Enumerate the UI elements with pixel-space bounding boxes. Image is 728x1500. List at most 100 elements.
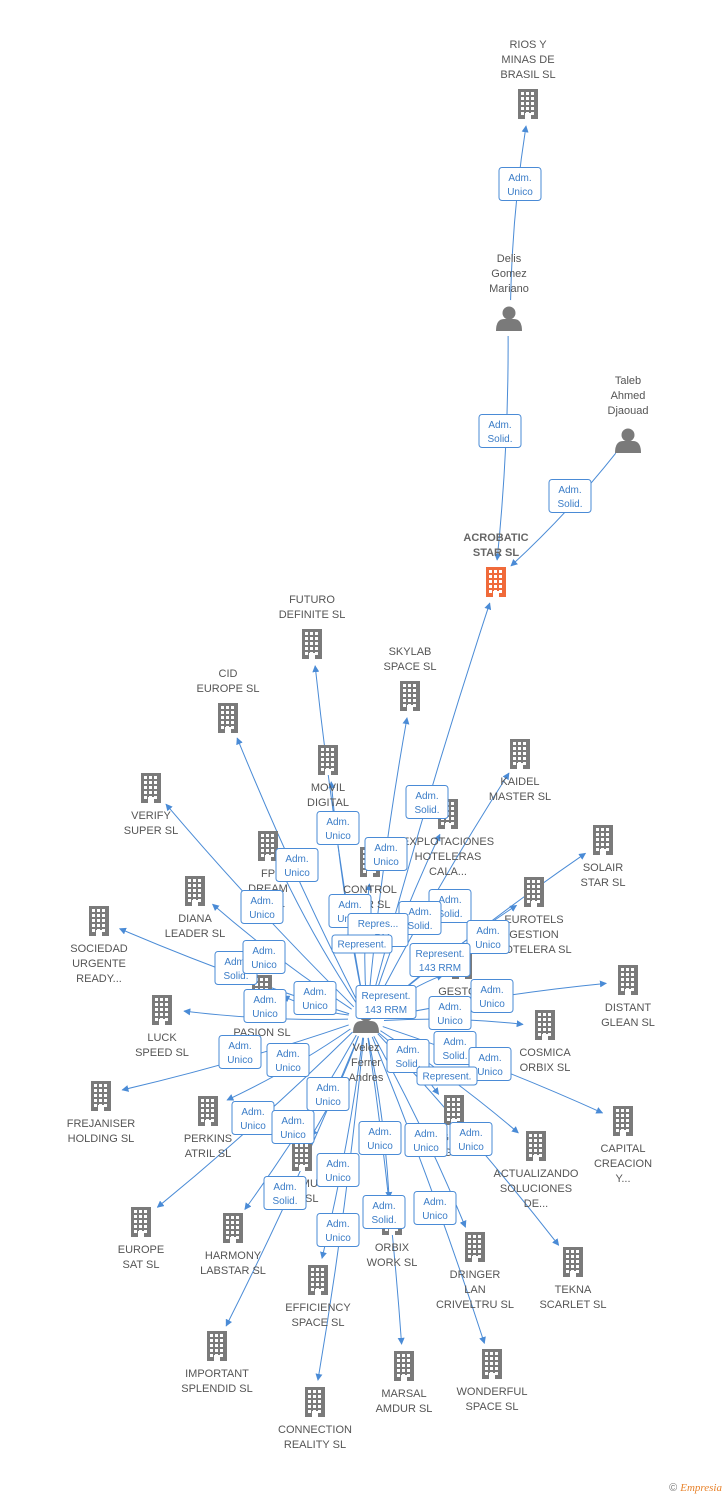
building-icon[interactable] <box>486 567 506 597</box>
building-icon[interactable] <box>141 773 161 803</box>
building-icon[interactable] <box>394 1351 414 1381</box>
edge-role-label[interactable]: Adm.Unico <box>316 1213 360 1247</box>
edge-role-label[interactable]: Represent. <box>331 934 393 954</box>
building-icon[interactable] <box>510 739 530 769</box>
brand-logo[interactable]: Empresia <box>680 1482 722 1494</box>
building-icon[interactable] <box>563 1247 583 1277</box>
building-icon[interactable] <box>152 995 172 1025</box>
edge-role-label[interactable]: Adm.Solid. <box>433 1031 477 1065</box>
building-icon[interactable] <box>518 89 538 119</box>
building-icon[interactable] <box>526 1131 546 1161</box>
edge-role-label[interactable]: Adm.Unico <box>498 167 542 201</box>
edge-role-label[interactable]: Adm.Unico <box>271 1110 315 1144</box>
node-movil[interactable]: MOVILDIGITALLI... <box>307 745 349 824</box>
edge-role-label[interactable]: Adm.Unico <box>470 979 514 1013</box>
building-icon[interactable] <box>482 1349 502 1379</box>
edge-label-text: Adm. <box>326 1219 349 1230</box>
edge-role-label[interactable]: Adm.Unico <box>316 811 360 845</box>
edge-role-label[interactable]: Adm.Unico <box>413 1191 457 1225</box>
edge-role-label[interactable]: Adm.Unico <box>358 1121 402 1155</box>
edge-role-label[interactable]: Adm.Unico <box>243 989 287 1023</box>
edge-role-label[interactable]: Represent.143 RRM <box>355 985 417 1019</box>
building-icon[interactable] <box>444 1095 464 1125</box>
building-icon[interactable] <box>593 825 613 855</box>
edge-role-label[interactable]: Adm.Unico <box>218 1035 262 1069</box>
building-icon[interactable] <box>465 1232 485 1262</box>
node-actualizando[interactable]: ACTUALIZANDOSOLUCIONESDE... <box>494 1131 579 1210</box>
edge-role-label[interactable]: Adm.Unico <box>266 1043 310 1077</box>
edge-role-label[interactable]: Adm.Solid. <box>405 785 449 819</box>
building-icon[interactable] <box>258 831 278 861</box>
building-icon[interactable] <box>292 1141 312 1171</box>
building-icon[interactable] <box>223 1213 243 1243</box>
building-icon[interactable] <box>308 1265 328 1295</box>
edge-role-label[interactable]: Adm.Solid. <box>362 1195 406 1229</box>
building-icon[interactable] <box>613 1106 633 1136</box>
edge-role-label[interactable]: Represent. <box>416 1066 478 1086</box>
edge-role-label[interactable]: Adm.Unico <box>240 890 284 924</box>
node-sociedad[interactable]: SOCIEDADURGENTEREADY... <box>70 906 128 985</box>
building-icon[interactable] <box>91 1081 111 1111</box>
building-icon[interactable] <box>185 876 205 906</box>
building-icon[interactable] <box>318 745 338 775</box>
building-icon[interactable] <box>302 629 322 659</box>
edge-role-label[interactable]: Adm.Unico <box>316 1153 360 1187</box>
building-icon[interactable] <box>305 1387 325 1417</box>
edge-role-label[interactable]: Adm.Unico <box>404 1123 448 1157</box>
edge-role-label[interactable]: Adm.Solid. <box>263 1176 307 1210</box>
edge-role-label[interactable]: Adm.Unico <box>275 848 319 882</box>
node-capital[interactable]: CAPITALCREACIONY... <box>594 1106 652 1185</box>
edge-role-label[interactable]: Adm.Unico <box>428 996 472 1030</box>
edge-role-label[interactable]: Adm.Unico <box>449 1122 493 1156</box>
building-icon[interactable] <box>218 703 238 733</box>
edge-role-label[interactable]: Adm.Unico <box>242 940 286 974</box>
edge-role-label[interactable]: Adm.Unico <box>466 920 510 954</box>
building-icon[interactable] <box>400 681 420 711</box>
edge-role-label[interactable]: Adm.Unico <box>293 981 337 1015</box>
edge-role-label[interactable]: Adm.Unico <box>306 1077 350 1111</box>
edge-role-label[interactable]: Represent.143 RRM <box>409 943 471 977</box>
edge-role-label[interactable]: Adm.Solid. <box>386 1039 430 1073</box>
edge-role-label[interactable]: Adm.Unico <box>231 1101 275 1135</box>
building-icon[interactable] <box>618 965 638 995</box>
person-icon[interactable] <box>496 306 522 332</box>
edge-role-label[interactable]: Adm.Solid. <box>548 479 592 513</box>
building-icon[interactable] <box>207 1331 227 1361</box>
person-icon[interactable] <box>615 428 641 454</box>
edge-role-label[interactable]: Adm.Solid. <box>478 414 522 448</box>
building-icon[interactable] <box>198 1096 218 1126</box>
building-icon[interactable] <box>524 877 544 907</box>
building-icon[interactable] <box>535 1010 555 1040</box>
building-icon[interactable] <box>89 906 109 936</box>
building-icon[interactable] <box>131 1207 151 1237</box>
edge-role-label[interactable]: Adm.Unico <box>364 837 408 871</box>
edge-role-label[interactable]: Adm.Unico <box>468 1047 512 1081</box>
